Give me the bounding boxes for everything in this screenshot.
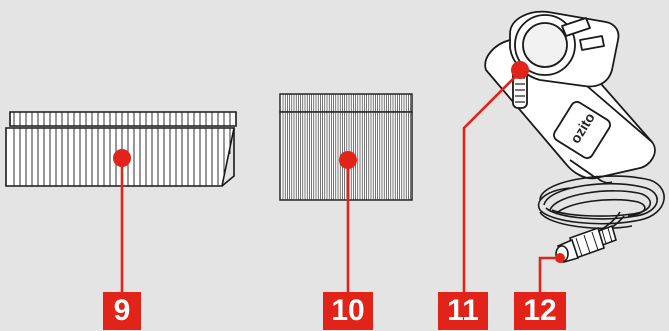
callout-badge-12: 12 [514,292,566,330]
charger [484,10,656,180]
brad-nail-strip [5,111,237,187]
callout-dots [113,61,565,263]
staple-strip [279,93,413,201]
callout-badge-9: 9 [103,292,141,330]
callout-badge-11: 11 [438,292,488,330]
callout-dot-9 [113,149,131,167]
callout-dot-10 [339,151,357,169]
callout-dot-11 [511,61,529,79]
callout-dot-12 [555,253,565,263]
charger-cable [537,175,665,263]
callout-badge-10: 10 [323,292,373,330]
leader-lines [120,71,560,296]
